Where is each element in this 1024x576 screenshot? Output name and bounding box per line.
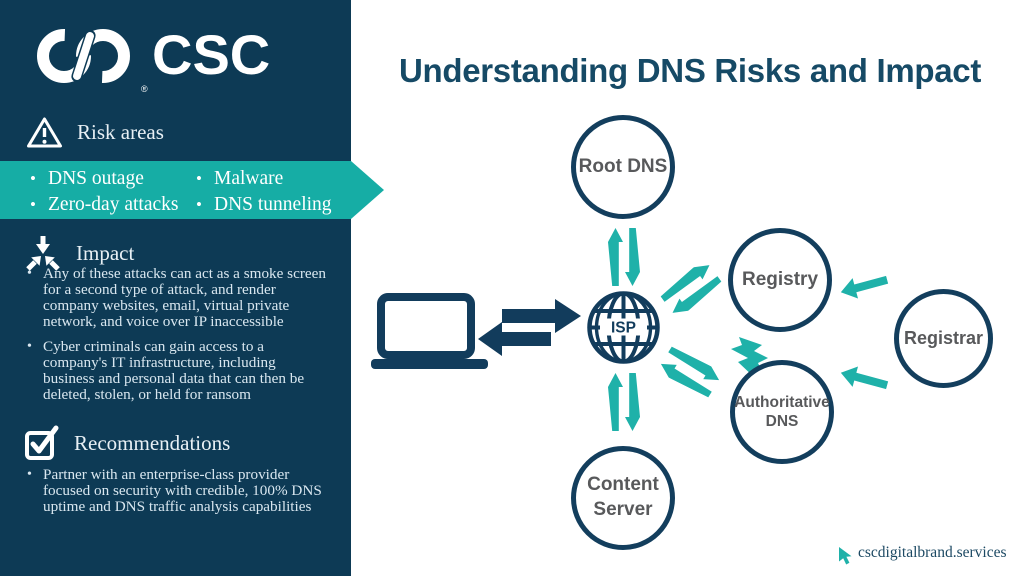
laptop-isp-arrows (478, 299, 581, 356)
laptop-icon (371, 293, 488, 369)
impact-bullet: Any of these attacks can act as a smoke … (26, 266, 328, 330)
banner-arrow-point (351, 161, 384, 219)
recommendations-label: Recommendations (74, 430, 231, 455)
checkbox-check-icon (25, 425, 59, 460)
csc-logo-text: CSC (152, 23, 271, 86)
impact-label: Impact (76, 240, 135, 265)
node-content-server-label-1: Content (587, 474, 659, 496)
isp-registry-arrows (660, 265, 722, 313)
node-registrar: Registrar (894, 289, 993, 388)
node-content-server-label-2: Server (593, 499, 653, 520)
node-registrar-label: Registrar (903, 328, 984, 348)
registrar-registry-arrow (840, 275, 889, 299)
csc-logo-icon (37, 29, 130, 83)
footer-website: cscdigitalbrand.services (858, 544, 1007, 561)
isp-label: ISP (611, 320, 636, 337)
isp-rootdns-arrows (608, 228, 640, 286)
node-authoritative-dns-label-1: Authoritative (734, 393, 830, 411)
risk-item: Zero-day attacks (30, 192, 178, 218)
impact-bullet-list: Any of these attacks can act as a smoke … (26, 266, 328, 412)
risk-column-1: DNS outage Zero-day attacks (30, 166, 178, 218)
node-authoritative-dns-label-2: DNS (765, 413, 799, 430)
registered-mark: ® (141, 84, 148, 94)
risk-areas-header: Risk areas (26, 116, 164, 149)
risk-areas-banner: DNS outage Zero-day attacks Malware DNS … (0, 161, 351, 219)
risk-item: DNS outage (30, 166, 178, 192)
recommendations-header: Recommendations (24, 425, 230, 461)
isp-contentserver-arrows (608, 373, 640, 431)
node-content-server: Content Server (571, 446, 675, 550)
node-root-dns-label: Root DNS (578, 156, 668, 177)
recommendations-bullet-list: Partner with an enterprise-class provide… (26, 467, 334, 524)
registrar-authdns-arrow (840, 366, 889, 390)
risk-areas-label: Risk areas (77, 120, 164, 144)
sidebar: ® CSC Risk areas DNS outage Zero-day att… (0, 0, 384, 576)
risk-column-2: Malware DNS tunneling (196, 166, 332, 218)
cursor-pointer-icon (839, 547, 852, 565)
node-root-dns: Root DNS (571, 115, 675, 219)
page-title: Understanding DNS Risks and Impact (398, 52, 982, 90)
node-registry-label: Registry (741, 269, 819, 290)
node-authoritative-dns: Authoritative DNS (730, 360, 834, 464)
risk-item: Malware (196, 166, 332, 192)
impact-bullet: Cyber criminals can gain access to a com… (26, 339, 328, 403)
node-registry: Registry (728, 228, 832, 332)
warning-triangle-icon (27, 117, 62, 148)
globe-isp-icon: ISP (587, 291, 660, 364)
recommendation-bullet: Partner with an enterprise-class provide… (26, 467, 334, 515)
risk-item: DNS tunneling (196, 192, 332, 218)
isp-authdns-arrows (660, 346, 720, 398)
